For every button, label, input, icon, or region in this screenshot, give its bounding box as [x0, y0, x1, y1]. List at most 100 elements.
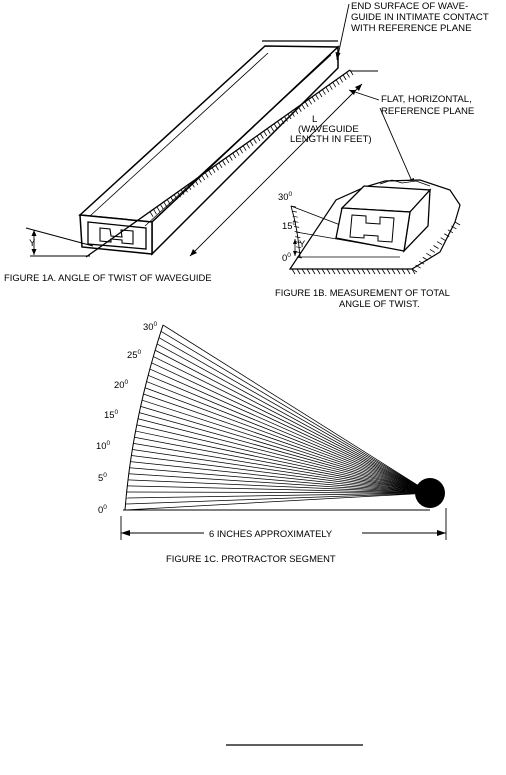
protractor-ray: [144, 387, 431, 494]
scale-tick: [296, 251, 302, 254]
protractor-fan-lines: [124, 324, 431, 511]
figure-1a: Y L (WAVEGUIDE LENGTH IN FEET) END SURFA…: [4, 1, 489, 283]
reference-plane-callout-line-2: REFERENCE PLANE: [381, 106, 474, 117]
length-dimension-line: [189, 83, 363, 257]
protractor-pivot: [415, 478, 445, 508]
length-symbol-l: L: [312, 114, 318, 125]
hatch-mark: [342, 74, 347, 81]
hatch-mark: [266, 128, 271, 134]
hatch-mark: [381, 268, 386, 275]
hatch-mark: [253, 138, 257, 144]
dimension-arrow-left: [121, 530, 130, 536]
protractor-ray: [143, 393, 431, 494]
hatch-mark: [201, 174, 206, 181]
protractor-ray: [141, 399, 431, 494]
hatch-mark: [215, 165, 219, 171]
end-surface-leader: [336, 3, 350, 61]
hatch-mark: [291, 111, 295, 117]
hatch-mark: [322, 89, 326, 95]
protractor-label-15: 150: [104, 409, 118, 420]
protractor-ray: [128, 473, 431, 494]
hatch-mark: [406, 268, 411, 275]
dimension-label: 6 INCHES APPROXIMATELY: [209, 528, 333, 539]
hatch-mark: [396, 268, 401, 275]
protractor-label-10: 100: [96, 440, 110, 451]
hatch-mark: [296, 268, 301, 275]
reference-plane-callout-line-1: FLAT, HORIZONTAL,: [381, 94, 472, 105]
hatch-mark: [426, 252, 432, 257]
hatch-mark: [436, 241, 443, 245]
reference-plane-edge: [85, 69, 351, 258]
hatch-mark: [339, 77, 343, 83]
hatch-mark: [411, 268, 418, 273]
protractor-ray: [151, 362, 431, 494]
hatch-mark: [321, 268, 326, 275]
twist-angle-line: [25, 227, 94, 247]
hatch-mark: [211, 167, 216, 173]
protractor-ray: [149, 368, 431, 494]
hatch-mark: [208, 169, 212, 176]
scale-tick: [295, 241, 301, 244]
hatch-mark: [326, 268, 331, 275]
protractor-ray: [133, 442, 431, 494]
hatch-mark: [180, 189, 185, 195]
protractor-ray: [148, 374, 431, 494]
scale-tick: [293, 220, 299, 223]
twist-symbol-y: Y: [29, 238, 36, 249]
hatch-mark: [263, 130, 268, 137]
hatch-mark: [328, 84, 333, 90]
hatch-mark: [301, 268, 306, 275]
hatch-mark: [284, 116, 288, 122]
hatch-mark: [429, 249, 436, 253]
hatch-mark: [361, 268, 366, 275]
hatch-mark: [440, 237, 446, 242]
protractor-ray: [131, 455, 431, 494]
hatch-mark: [311, 96, 316, 103]
protractor-ray: [153, 356, 431, 494]
protractor-ray: [160, 331, 431, 494]
hatch-mark: [301, 103, 306, 110]
hatch-mark: [225, 157, 230, 164]
figure-1c-caption: FIGURE 1C. PROTRACTOR SEGMENT: [166, 553, 336, 564]
hatch-mark: [173, 194, 178, 200]
hatch-mark: [291, 268, 296, 275]
hatch-mark: [232, 152, 237, 159]
hatch-mark: [401, 268, 406, 275]
scale-label-15: 150: [282, 220, 296, 231]
protractor-ray: [146, 381, 431, 494]
hatch-mark: [306, 268, 311, 275]
twist-symbol-y-1b: Y: [299, 238, 306, 249]
hatch-mark: [356, 268, 361, 275]
length-note-line-1: (WAVEGUIDE: [298, 124, 359, 135]
reference-plane-leader-b: [379, 107, 415, 187]
hatch-mark: [177, 191, 181, 198]
waveguide-body: [78, 45, 340, 256]
hatch-mark: [308, 99, 312, 105]
hatch-mark: [160, 204, 164, 210]
scale-tick: [290, 205, 297, 208]
hatch-mark: [294, 108, 299, 115]
scale-tick: [296, 256, 302, 259]
hatch-mark: [418, 260, 425, 265]
figure-1a-caption: FIGURE 1A. ANGLE OF TWIST OF WAVEGUIDE: [4, 272, 212, 283]
length-note-line-2: LENGTH IN FEET): [290, 134, 372, 145]
protractor-ray: [136, 424, 431, 494]
protractor-ray: [162, 324, 431, 494]
hatch-mark: [191, 182, 195, 188]
hatch-mark: [170, 196, 175, 203]
figure-1c: 300 250 200 150 100 50 00 6 INCHES APPRO…: [96, 321, 447, 564]
hatch-mark: [433, 245, 439, 249]
hatch-mark: [316, 268, 321, 275]
protractor-ray: [126, 492, 431, 499]
protractor-ray: [132, 449, 431, 494]
protractor-label-25: 250: [127, 349, 141, 360]
protractor-ray: [139, 412, 431, 494]
hatch-mark: [411, 268, 416, 275]
hatch-mark: [331, 268, 336, 275]
hatch-mark: [336, 268, 341, 275]
hatch-mark: [242, 145, 247, 151]
hatch-mark: [260, 133, 264, 139]
hatch-mark: [194, 179, 199, 186]
reference-plane-leader-a-arrow: [349, 90, 356, 95]
hatch-mark: [187, 184, 192, 191]
